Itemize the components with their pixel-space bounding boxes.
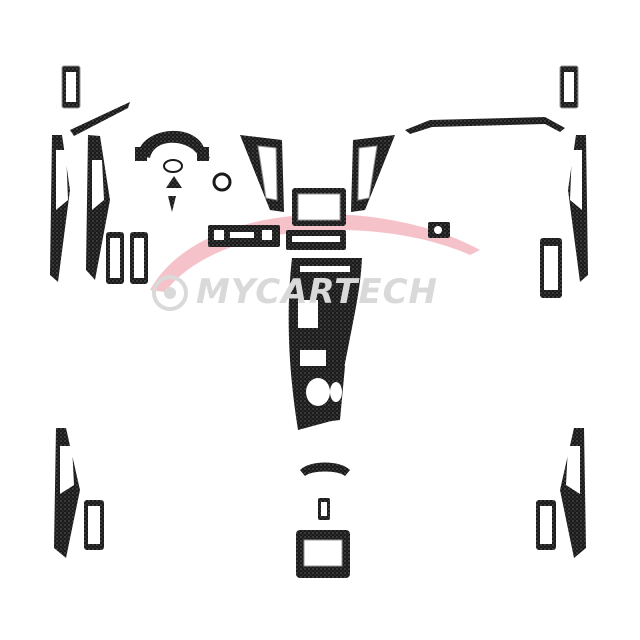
watermark-logo-circle xyxy=(152,275,188,311)
watermark-text: MYCARTECH xyxy=(196,272,438,312)
right-dash-strip xyxy=(405,117,565,134)
round-knob-ring xyxy=(212,172,232,192)
left-dash-strip xyxy=(70,102,130,136)
infiniti-logo-emblem xyxy=(163,159,183,173)
steering-wheel-trim xyxy=(138,130,210,160)
ashtray-cover xyxy=(300,462,350,476)
